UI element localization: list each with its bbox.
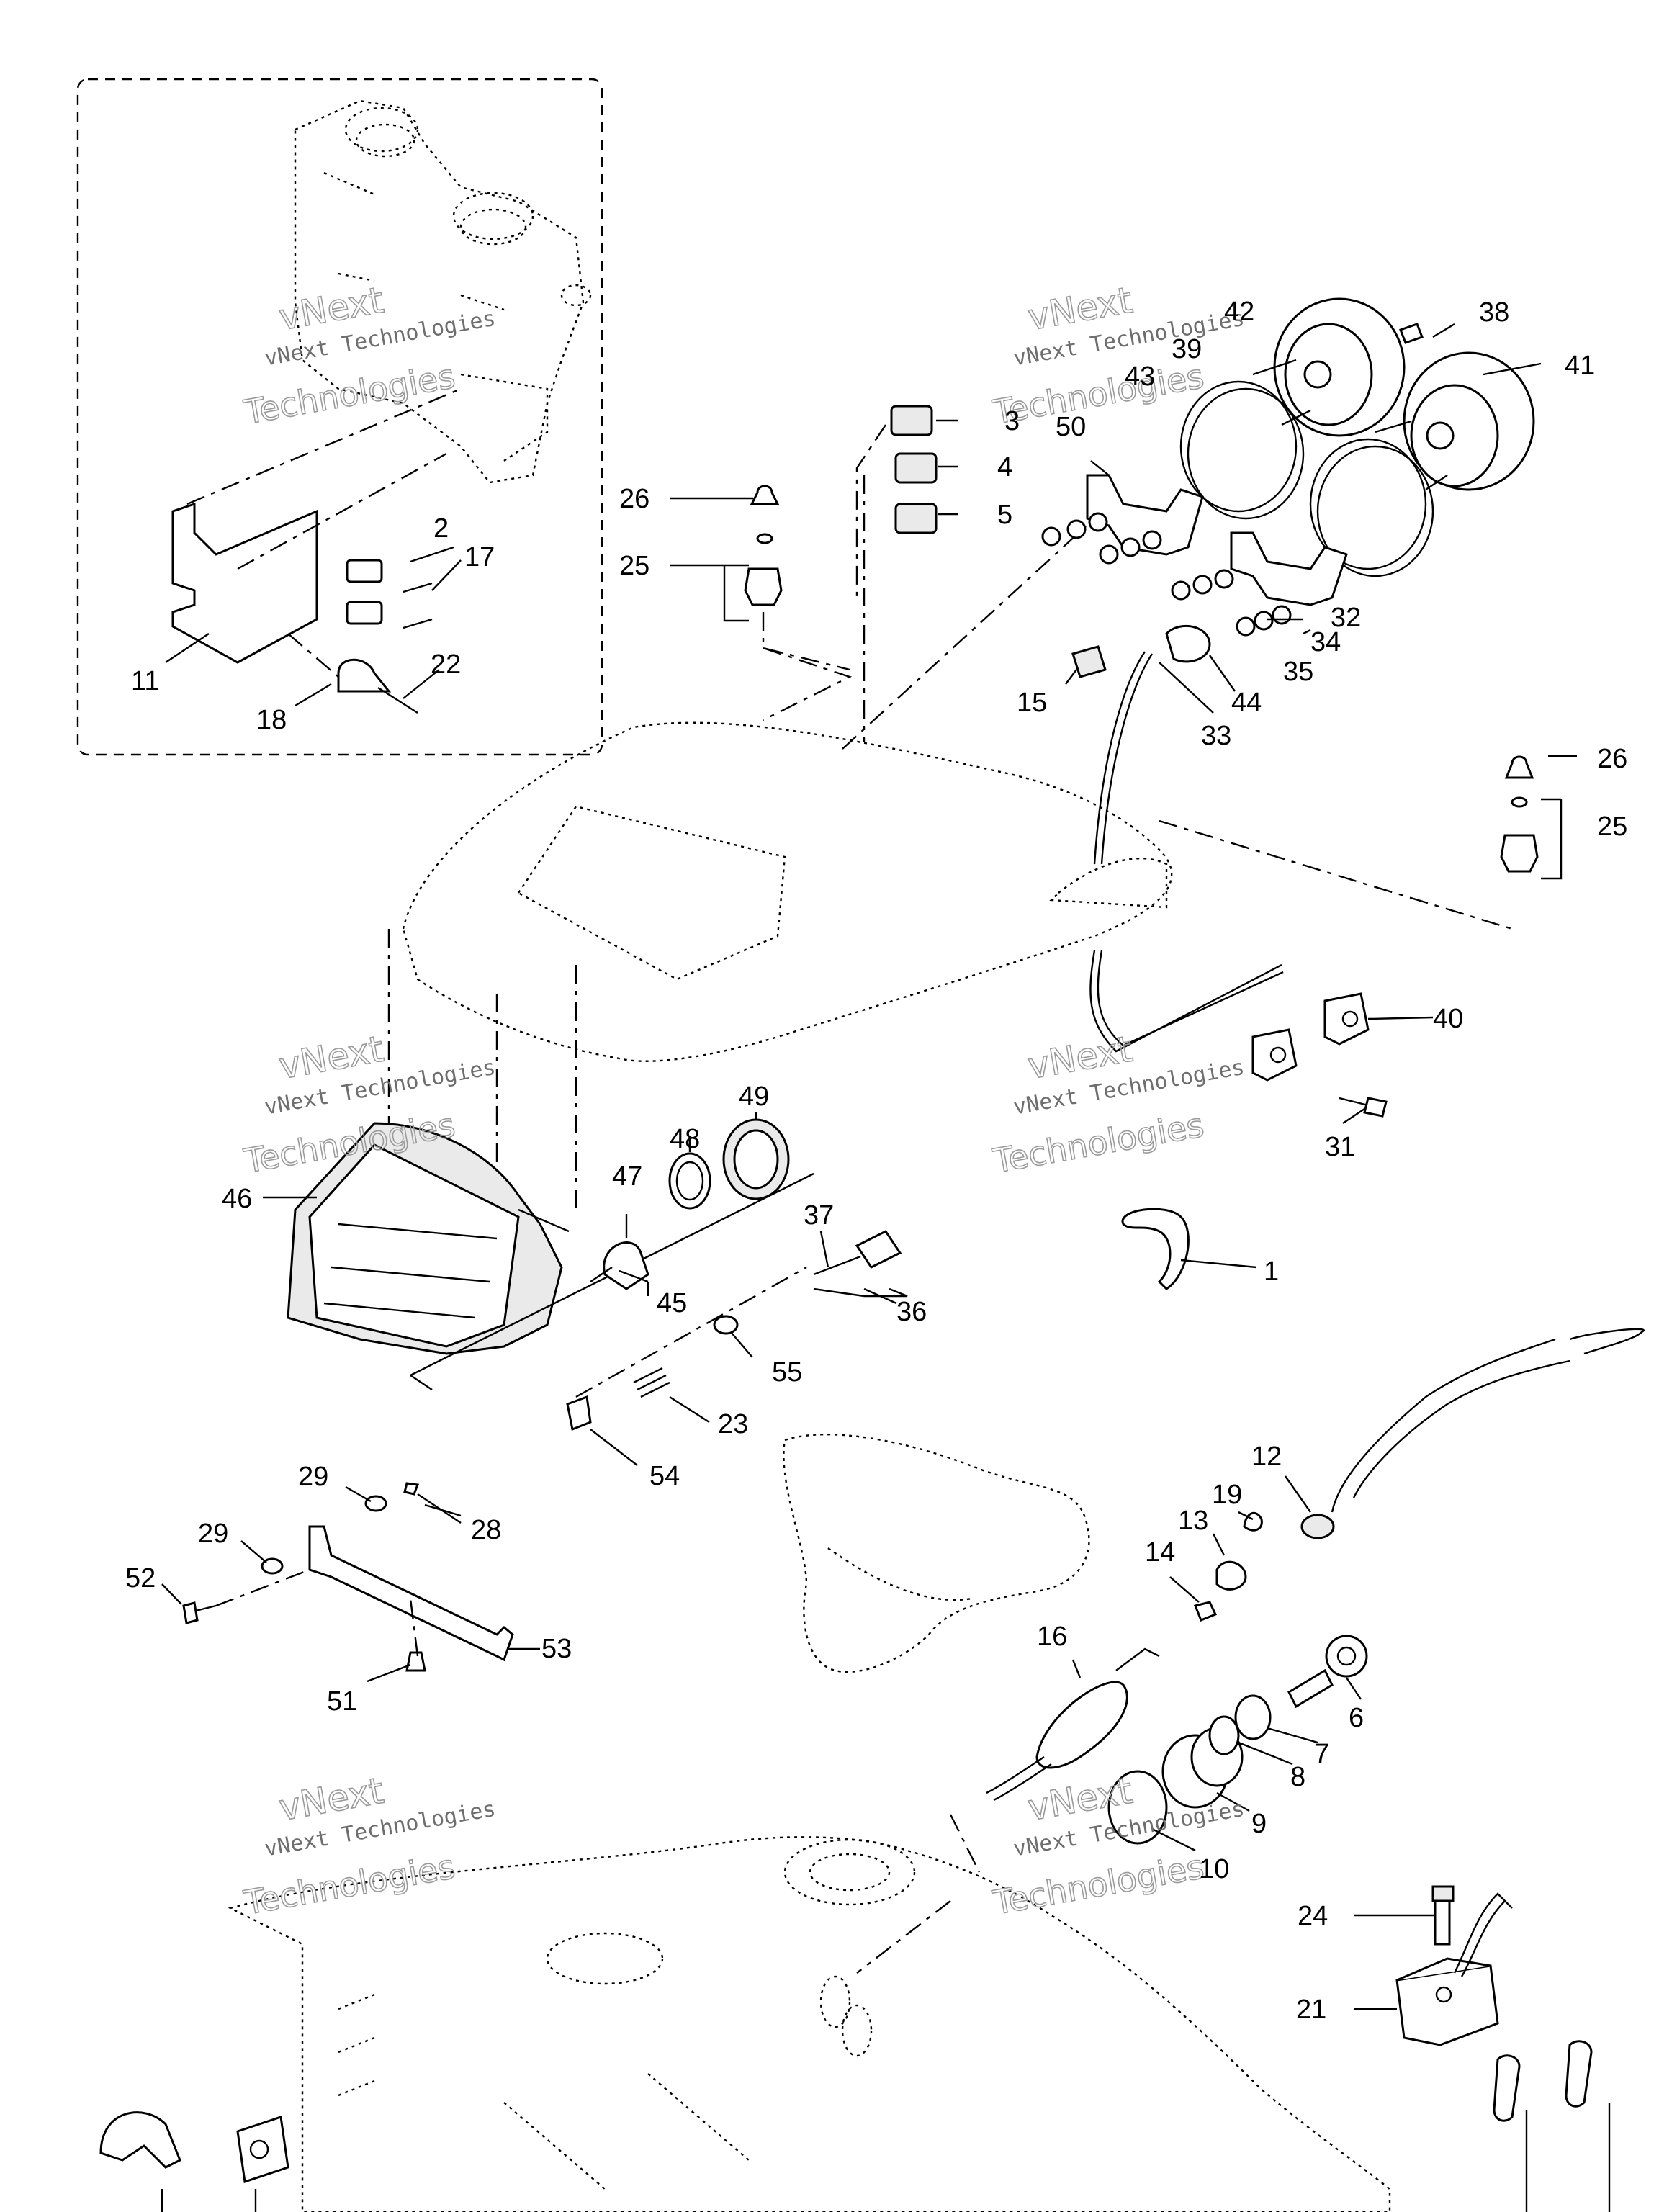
callout-46: 46 [222, 1184, 252, 1214]
callout-22: 22 [431, 649, 461, 680]
callout-4: 4 [997, 452, 1012, 482]
lanyard-group [856, 1328, 1645, 1974]
callout-18: 18 [256, 705, 287, 735]
callout-34: 34 [1310, 627, 1341, 657]
callout-26-left: 26 [619, 484, 649, 514]
callout-43: 43 [1125, 361, 1155, 392]
callout-39: 39 [1172, 334, 1202, 364]
callout-32: 32 [1331, 603, 1361, 633]
callout-25-right: 25 [1597, 811, 1627, 842]
callout-19: 19 [1212, 1480, 1242, 1510]
callout-54: 54 [649, 1461, 680, 1491]
callout-38: 38 [1479, 297, 1509, 328]
callout-51: 51 [327, 1686, 357, 1717]
callout-13: 13 [1178, 1506, 1208, 1536]
callout-15: 15 [1017, 688, 1047, 718]
callout-53: 53 [541, 1634, 572, 1664]
callout-42: 42 [1224, 297, 1254, 327]
callout-23: 23 [718, 1409, 748, 1439]
callout-2: 2 [433, 513, 449, 544]
callout-28: 28 [471, 1515, 501, 1545]
callouts: 1 2 3 4 5 6 7 8 9 10 11 12 13 14 15 16 1… [125, 297, 1627, 2025]
callout-55: 55 [772, 1357, 802, 1388]
callout-24: 24 [1298, 1901, 1328, 1931]
callout-6: 6 [1349, 1703, 1364, 1733]
callout-21: 21 [1296, 1995, 1326, 2025]
seat [783, 1434, 1090, 1673]
callout-41: 41 [1565, 351, 1595, 381]
headlight-group [287, 1118, 902, 1431]
top-cover [387, 475, 1513, 1253]
gauge-group [1041, 297, 1535, 1118]
callout-26-right: 26 [1597, 744, 1627, 774]
callout-29-top: 29 [298, 1462, 328, 1492]
callout-3: 3 [1004, 406, 1020, 436]
switch-group [744, 405, 1539, 873]
watermark: vNext vNext Technologies Technologies [989, 1028, 1246, 1182]
hull [228, 1836, 1391, 2212]
callout-5: 5 [997, 500, 1012, 530]
callout-8: 8 [1290, 1762, 1305, 1792]
callout-37: 37 [804, 1200, 834, 1231]
callout-9: 9 [1251, 1809, 1267, 1839]
clip-1 [1121, 1208, 1190, 1290]
watermark: vNext vNext Technologies Technologies [240, 279, 498, 433]
callout-11: 11 [131, 666, 159, 696]
callout-40: 40 [1433, 1004, 1463, 1034]
callout-7: 7 [1314, 1739, 1329, 1769]
callout-29-left: 29 [198, 1519, 228, 1549]
callout-47: 47 [612, 1161, 642, 1192]
callout-36: 36 [896, 1297, 927, 1327]
callout-16: 16 [1037, 1622, 1067, 1652]
bracket-group [182, 1482, 514, 1672]
callout-44: 44 [1231, 688, 1262, 718]
callout-49: 49 [739, 1082, 769, 1112]
module-group [99, 1885, 1611, 2212]
callout-33: 33 [1201, 721, 1231, 751]
callout-25-left: 25 [619, 551, 649, 581]
reservoir-group [76, 78, 603, 756]
callout-50: 50 [1056, 412, 1086, 442]
callout-52: 52 [125, 1563, 156, 1593]
callout-17: 17 [464, 542, 495, 572]
callout-1: 1 [1264, 1256, 1279, 1287]
callout-12: 12 [1251, 1442, 1282, 1472]
callout-45: 45 [657, 1288, 687, 1318]
leader-lines [161, 323, 1577, 2010]
callout-35: 35 [1283, 657, 1313, 687]
callout-31: 31 [1325, 1132, 1355, 1162]
callout-48: 48 [670, 1124, 700, 1154]
watermark: vNext vNext Technologies Technologies [240, 1769, 498, 1923]
callout-14: 14 [1145, 1537, 1175, 1568]
callout-10: 10 [1199, 1854, 1229, 1884]
